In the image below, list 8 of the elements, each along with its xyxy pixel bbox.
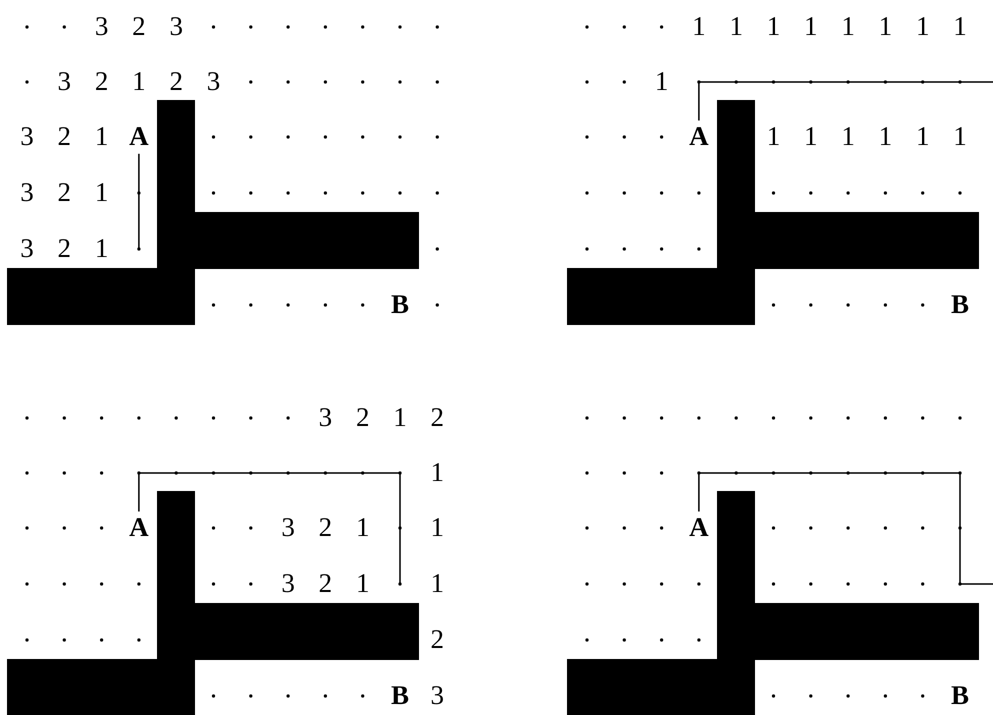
terminal-label: A <box>128 512 150 542</box>
terminal-label: A <box>688 512 710 542</box>
terminal-label: A <box>128 121 150 151</box>
terminal-label: B <box>390 680 410 710</box>
terminal-label: A <box>688 121 710 151</box>
terminal-label: B <box>950 680 970 710</box>
terminal-label: B <box>950 289 970 319</box>
terminal-label: B <box>390 289 410 319</box>
